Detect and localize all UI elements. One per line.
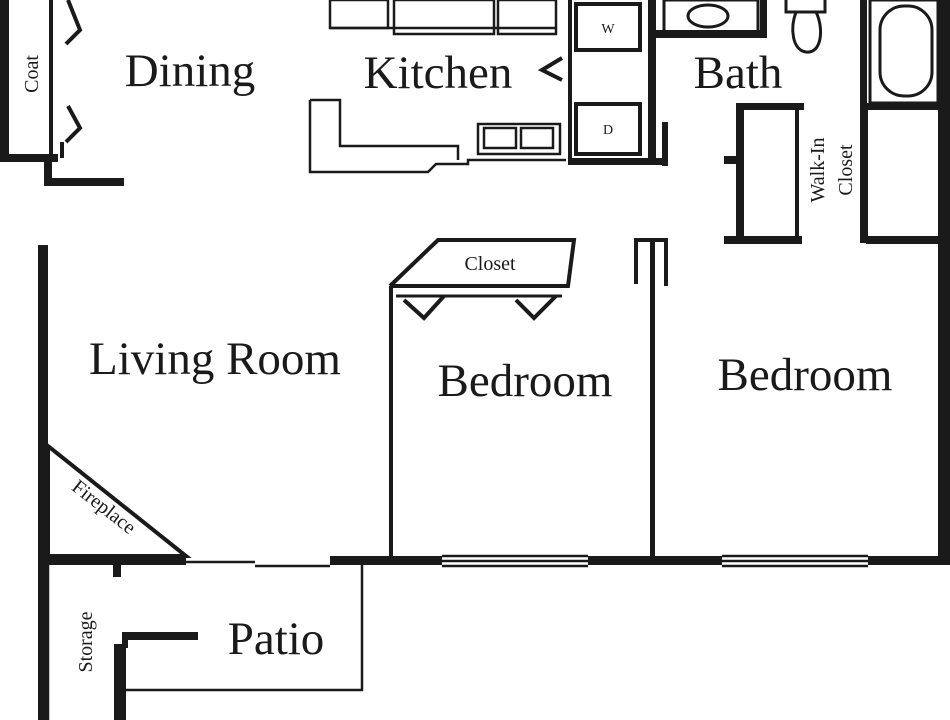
closet-label-storage: Storage xyxy=(75,611,97,672)
fixture-label-washer: W xyxy=(601,22,615,37)
room-label-living-room: Living Room xyxy=(89,333,341,385)
fixture-label-dryer: D xyxy=(603,123,613,138)
room-label-patio: Patio xyxy=(228,613,325,665)
room-label-bedroom-1: Bedroom xyxy=(438,355,613,407)
closet-label-walk-in-line-2: Closet xyxy=(835,144,857,196)
thin-lines xyxy=(46,0,940,720)
fireplace xyxy=(46,441,192,558)
room-label-kitchen: Kitchen xyxy=(364,47,513,99)
closet-label-walk-in-line-1: Walk-In xyxy=(807,137,829,202)
room-label-bath: Bath xyxy=(694,47,783,99)
closet-label-coat: Coat xyxy=(21,55,43,93)
room-label-bedroom-2: Bedroom xyxy=(718,349,893,401)
room-label-dining: Dining xyxy=(125,45,256,97)
closet-label-bedroom: Closet xyxy=(464,253,516,275)
